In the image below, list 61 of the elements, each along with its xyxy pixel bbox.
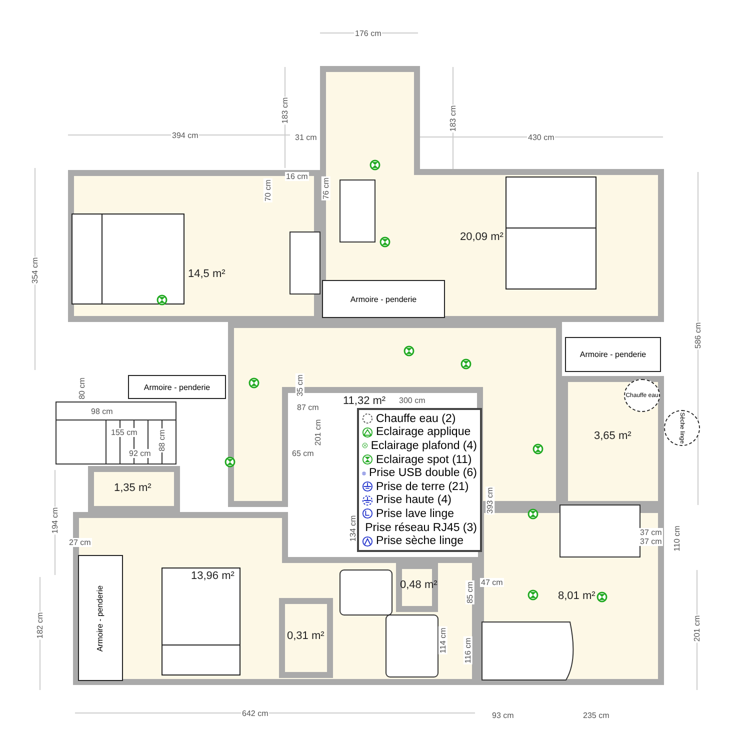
area-label: 13,96 m² bbox=[191, 570, 234, 582]
wardrobe-label: Armoire - penderie bbox=[144, 382, 210, 392]
dimension-label: 93 cm bbox=[491, 710, 515, 720]
dimension-label: 183 cm bbox=[280, 96, 290, 124]
dimension-label: 300 cm bbox=[398, 396, 426, 404]
dimension-label: 642 cm bbox=[241, 708, 270, 718]
dimension-label: 85 cm bbox=[465, 580, 474, 604]
legend-text: Prise lave linge bbox=[376, 508, 454, 520]
dimension-label: 80 cm bbox=[77, 376, 86, 400]
dimension-label: 76 cm bbox=[321, 176, 330, 200]
wardrobe bbox=[322, 280, 445, 318]
wardrobe-label: Armoire - penderie bbox=[350, 294, 417, 304]
dimension-label: 394 cm bbox=[171, 130, 200, 140]
dimension-label: 31 cm bbox=[294, 132, 318, 142]
room-floor bbox=[396, 563, 438, 612]
dimension-label: 88 cm bbox=[157, 428, 166, 452]
legend-text: Prise USB double (6) bbox=[368, 467, 477, 480]
area-label: 0,31 m² bbox=[287, 630, 324, 642]
legend-text: Prise réseau RJ45 (3) bbox=[365, 522, 477, 534]
area-label: 1,35 m² bbox=[114, 482, 152, 494]
wardrobe bbox=[565, 337, 661, 372]
dimension-label: 116 cm bbox=[463, 636, 472, 664]
dimension-label: 194 cm bbox=[50, 506, 60, 534]
dimension-label: 182 cm bbox=[36, 610, 45, 640]
legend-text: Eclairage plafond (4) bbox=[370, 440, 477, 452]
dimension-label: 354 cm bbox=[30, 256, 40, 284]
dimension-label: 134 cm bbox=[348, 514, 358, 542]
dimension-label: 430 cm bbox=[527, 132, 556, 142]
dimension-label: 183 cm bbox=[448, 104, 458, 132]
wardrobe-label: Armoire - penderie bbox=[96, 584, 105, 652]
dimension-label: 65 cm bbox=[291, 448, 315, 458]
dimension-label: 110 cm bbox=[672, 524, 682, 552]
dimension-label: 87 cm bbox=[296, 402, 320, 412]
area-label: 11,32 m² bbox=[343, 395, 386, 407]
wardrobe bbox=[128, 375, 226, 399]
dimension-label: 27 cm bbox=[68, 538, 92, 546]
dimension-label: 393 cm bbox=[486, 486, 495, 514]
dimension-label: 176 cm bbox=[354, 28, 382, 38]
area-label: 3,65 m² bbox=[594, 430, 632, 442]
area-label: 14,5 m² bbox=[188, 268, 226, 280]
legend-text: Chauffe eau (2) bbox=[376, 412, 456, 425]
dimension-label: 201 cm bbox=[314, 418, 323, 446]
wardrobe-label: Armoire - penderie bbox=[580, 350, 646, 359]
legend-text: Prise de terre (21) bbox=[376, 480, 469, 493]
dimension-label: 235 cm bbox=[582, 710, 610, 720]
legend-text: Eclairage applique bbox=[376, 426, 471, 438]
legend-text: Prise haute (4) bbox=[376, 494, 452, 506]
dimension-label: 201 cm bbox=[692, 614, 702, 642]
wardrobe bbox=[78, 555, 123, 681]
legend-text: Eclairage spot (11) bbox=[376, 454, 472, 466]
dimension-label: 70 cm bbox=[263, 178, 272, 202]
room-floor bbox=[279, 598, 333, 678]
dimension-label: 35 cm bbox=[295, 373, 304, 397]
room-floor bbox=[88, 466, 180, 512]
room-floor bbox=[562, 376, 664, 507]
dimension-label: 114 cm bbox=[438, 626, 448, 654]
dimension-label: 586 cm bbox=[694, 320, 703, 350]
area-label: 0,48 m² bbox=[400, 579, 438, 591]
legend-text: Prise sèche linge bbox=[376, 535, 464, 548]
area-label: 20,09 m² bbox=[460, 231, 504, 243]
area-label: 8,01 m² bbox=[558, 590, 596, 602]
